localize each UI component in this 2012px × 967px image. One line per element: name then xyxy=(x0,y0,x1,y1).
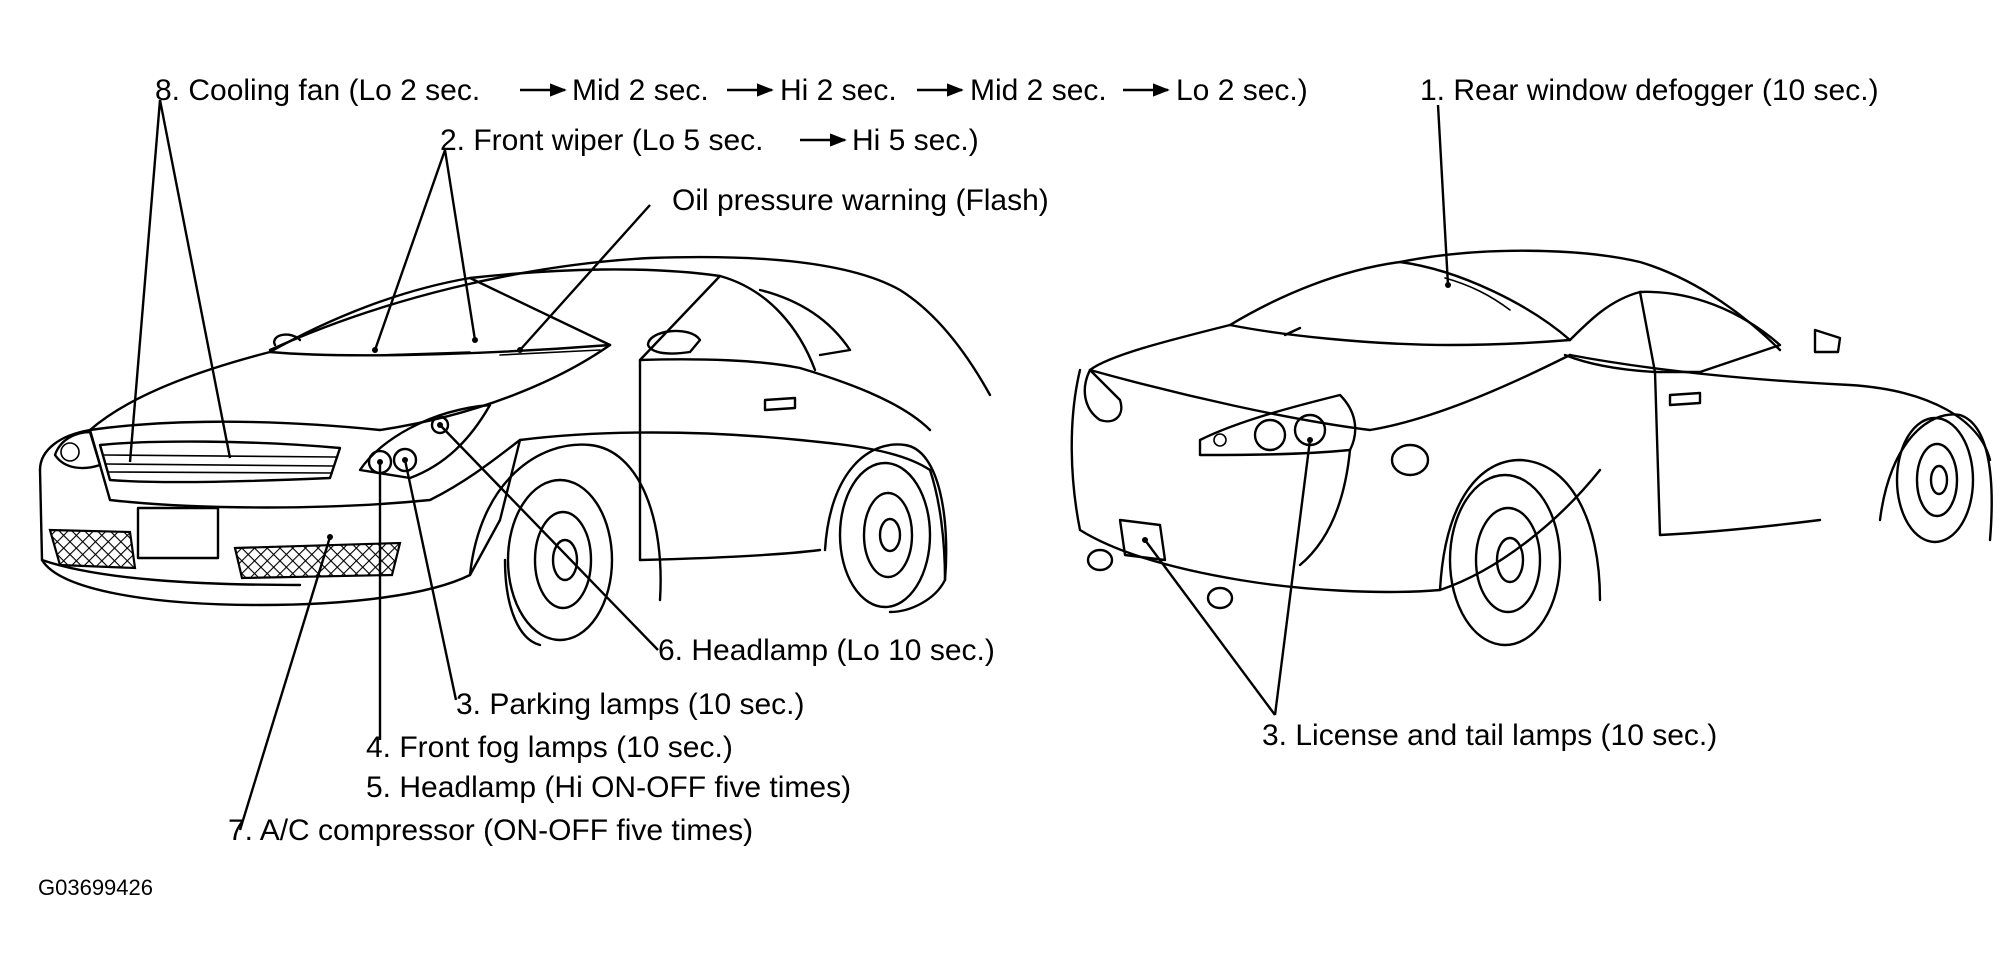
cooling-fan-step-1: Mid 2 sec. xyxy=(572,74,709,107)
label-rear-defogger: 1. Rear window defogger (10 sec.) xyxy=(1420,74,1879,107)
label-ac-compressor: 7. A/C compressor (ON-OFF five times) xyxy=(228,814,753,847)
label-front-wiper: 2. Front wiper (Lo 5 sec. Hi 5 sec.) xyxy=(440,124,979,157)
cooling-fan-step-2: Hi 2 sec. xyxy=(780,74,897,107)
label-front-fog: 4. Front fog lamps (10 sec.) xyxy=(366,731,733,764)
cooling-fan-step-3: Mid 2 sec. xyxy=(970,74,1107,107)
cooling-fan-step-4: Lo 2 sec.) xyxy=(1176,74,1308,107)
label-oil-pressure: Oil pressure warning (Flash) xyxy=(672,184,1049,217)
label-parking-lamps: 3. Parking lamps (10 sec.) xyxy=(456,688,804,721)
label-cooling-fan: 8. Cooling fan (Lo 2 sec. Mid 2 sec. Hi … xyxy=(155,74,1308,107)
front-wiper-step-1: Hi 5 sec.) xyxy=(852,124,979,157)
figure-id: G03699426 xyxy=(38,875,153,900)
front-car-illustration xyxy=(38,255,992,647)
label-headlamp-lo: 6. Headlamp (Lo 10 sec.) xyxy=(658,634,995,667)
target-dots xyxy=(327,282,1451,543)
cooling-fan-prefix: 8. Cooling fan (Lo 2 sec. xyxy=(155,74,480,107)
rear-car-illustration xyxy=(1070,249,1993,647)
front-wiper-prefix: 2. Front wiper (Lo 5 sec. xyxy=(440,124,763,157)
leader-lines xyxy=(128,99,1450,831)
label-license-tail: 3. License and tail lamps (10 sec.) xyxy=(1262,719,1717,752)
label-headlamp-hi: 5. Headlamp (Hi ON-OFF five times) xyxy=(366,771,851,804)
